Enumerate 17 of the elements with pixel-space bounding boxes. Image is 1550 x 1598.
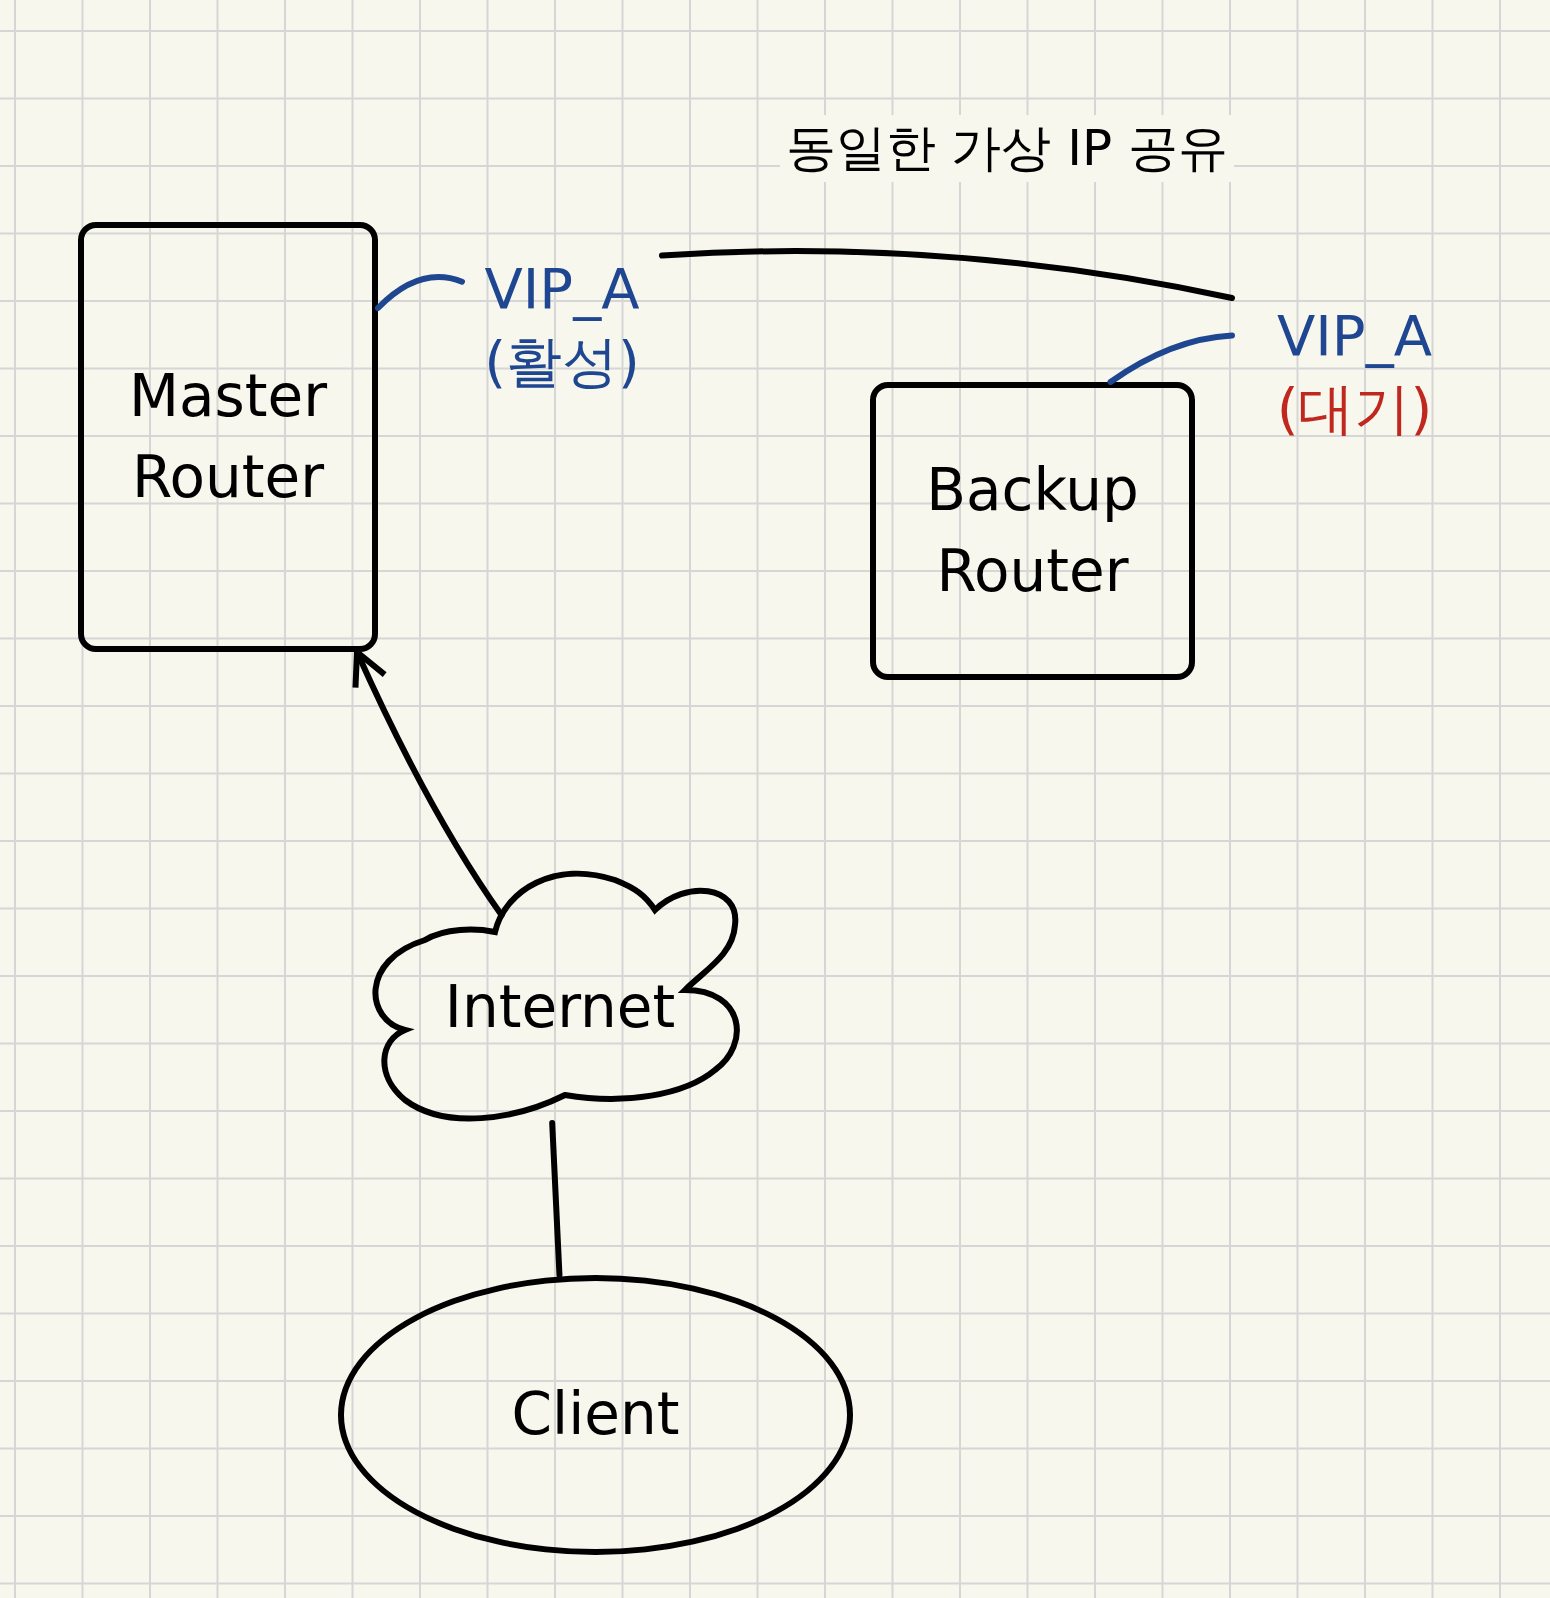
leader-line: [1107, 332, 1235, 385]
connector-line: [549, 1120, 563, 1278]
client-ellipse: [338, 1275, 853, 1555]
vip-label: VIP_A: [1277, 302, 1432, 371]
client-label: Client: [511, 1379, 680, 1451]
router-label: Master Router: [127, 360, 329, 513]
status-label: (대기): [1276, 375, 1433, 443]
arrow: [352, 649, 505, 918]
connector-line: [659, 248, 1235, 301]
leader-line: [375, 274, 465, 311]
status-label: (활성): [484, 327, 640, 396]
router-box: [78, 222, 378, 652]
edge-label: 동일한 가상 IP 공유: [779, 114, 1235, 182]
vip-label: VIP_A: [484, 254, 640, 323]
router-box: [870, 382, 1195, 680]
router-label: Backup Router: [925, 454, 1140, 607]
cloud-label: Internet: [444, 971, 676, 1043]
